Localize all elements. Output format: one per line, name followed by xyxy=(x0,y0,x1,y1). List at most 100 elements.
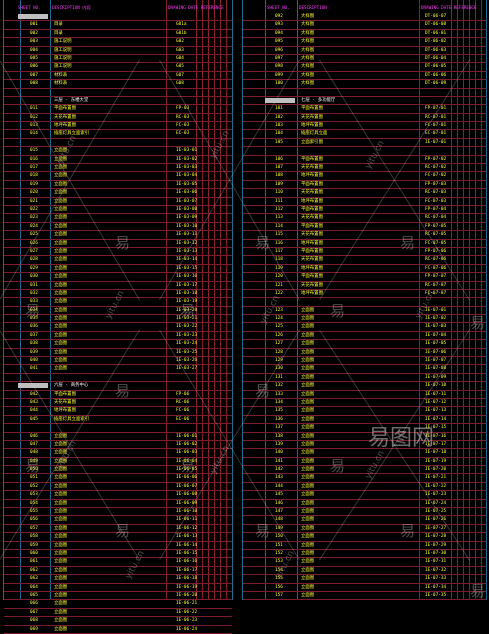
description-cell: 天花布置图 xyxy=(301,215,323,221)
drawing-ref-cell: IE-07-01 xyxy=(425,139,447,145)
drawing-ref-cell: IE-06-12 xyxy=(176,525,198,531)
description-cell: 立面图 xyxy=(301,425,315,431)
description-cell: 平面布置图 xyxy=(301,106,323,112)
header-drawing-ref: DRAWING DATE REFERENCE xyxy=(421,5,477,10)
drawing-list-right: SHEET NO. DESCRIPTION DRAWING DATE REFER… xyxy=(242,0,487,601)
drawing-ref-cell: FC-07-07 xyxy=(425,290,447,296)
drawing-ref-cell: IE-03-09 xyxy=(176,215,198,221)
drawing-ref-cell: DT-06-05 xyxy=(425,64,447,70)
description-cell: 天花布置图 xyxy=(301,165,323,171)
description-cell: 立面图 xyxy=(54,525,68,531)
sheet-no-cell: 058 xyxy=(30,534,38,540)
blank-row xyxy=(4,89,232,97)
sheet-no-cell: 145 xyxy=(275,492,283,498)
drawing-ref-cell: IE-03-02 xyxy=(176,156,198,162)
drawing-ref-cell: DT-06-09 xyxy=(425,81,447,87)
description-cell: 天花布置图 xyxy=(301,282,323,288)
header-sheet-no: SHEET NO. xyxy=(18,5,41,10)
sheet-no-cell: 026 xyxy=(30,240,38,246)
sheet-no-cell: 047 xyxy=(30,441,38,447)
sheet-no-cell: 103 xyxy=(275,123,283,129)
sheet-no-cell: 124 xyxy=(275,316,283,322)
description-cell: 地坪布置图 xyxy=(301,123,323,129)
drawing-ref-cell: IE-03-21 xyxy=(176,316,198,322)
drawing-ref-cell: IE-03-17 xyxy=(176,282,198,288)
sheet-no-cell: 119 xyxy=(275,265,283,271)
description-cell: 立面图 xyxy=(54,332,68,338)
description-cell: 地坪布置图 xyxy=(54,123,76,129)
drawing-ref-cell: IE-07-01 xyxy=(425,307,447,313)
description-cell: 平面布置图 xyxy=(301,156,323,162)
drawing-ref-cell: IE-07-10 xyxy=(425,383,447,389)
description-cell: 大样图 xyxy=(301,72,315,78)
sheet-no-cell: 154 xyxy=(275,567,283,573)
description-cell: 立面图 xyxy=(301,332,315,338)
description-cell: 立面图 xyxy=(301,441,315,447)
sheet-no-cell: 048 xyxy=(30,450,38,456)
description-cell: 平面布置图 xyxy=(54,391,76,397)
sheet-no-cell: 036 xyxy=(30,324,38,330)
sheet-no-cell: 112 xyxy=(275,206,283,212)
description-cell: 立面图 xyxy=(301,475,315,481)
sheet-no-cell: 037 xyxy=(30,332,38,338)
sheet-no-cell: 044 xyxy=(30,408,38,414)
sheet-no-cell: 003 xyxy=(30,39,38,45)
sheet-no-cell: 042 xyxy=(30,391,38,397)
description-cell: 立面图 xyxy=(54,248,68,254)
description-cell: 立面图 xyxy=(301,458,315,464)
drawing-ref-cell: IE-06-03 xyxy=(176,450,198,456)
description-cell: 立面图 xyxy=(301,433,315,439)
description-cell: 立面图 xyxy=(54,290,68,296)
drawing-ref-cell: G02 xyxy=(176,39,184,45)
sheet-no-cell: 147 xyxy=(275,509,283,515)
sheet-no-cell: 104 xyxy=(275,131,283,137)
sheet-no-cell: 157 xyxy=(275,592,283,598)
sheet-no-cell: 142 xyxy=(275,467,283,473)
drawing-ref-cell: IE-07-09 xyxy=(425,374,447,380)
description-cell: 立面图 xyxy=(54,181,68,187)
sheet-no-cell: 012 xyxy=(30,114,38,120)
description-cell: 施工说明 xyxy=(54,55,72,61)
description-cell: 平面布置图 xyxy=(301,206,323,212)
sheet-no-cell: 001 xyxy=(30,22,38,28)
sheet-no-cell: 152 xyxy=(275,551,283,556)
description-cell: 天花布置图 xyxy=(54,399,76,405)
description-cell: 天花布置图 xyxy=(301,190,323,196)
sheet-no-cell: 045 xyxy=(30,416,38,422)
sheet-no-cell: 144 xyxy=(275,483,283,489)
sheet-no-cell: 140 xyxy=(275,450,283,456)
drawing-ref-cell: IE-07-34 xyxy=(425,584,447,590)
drawing-ref-cell: IE-06-07 xyxy=(176,483,198,489)
description-cell: 立面图 xyxy=(301,383,315,389)
blank-row xyxy=(4,424,232,433)
description-cell: 目录 xyxy=(54,22,63,28)
header-description: DESCRIPTION xyxy=(299,5,327,10)
description-cell: 天花布置图 xyxy=(301,114,323,120)
description-cell: 立面图 xyxy=(54,618,68,624)
sheet-no-cell: 069 xyxy=(30,626,38,632)
